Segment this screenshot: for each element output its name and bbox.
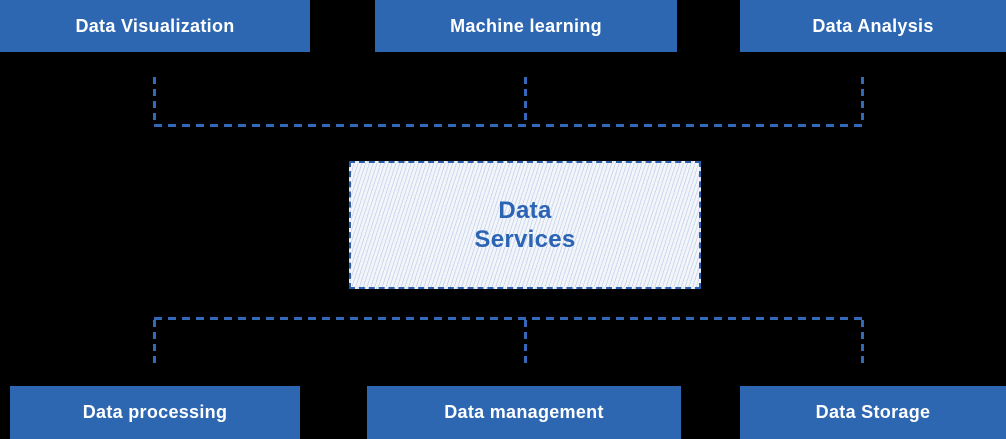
node-data-management: Data management bbox=[367, 386, 681, 439]
node-data-analysis: Data Analysis bbox=[740, 0, 1006, 52]
node-data-processing: Data processing bbox=[10, 386, 300, 439]
top-connector-stub-left bbox=[153, 77, 156, 124]
bottom-connector-horizontal bbox=[154, 317, 863, 320]
node-machine-learning: Machine learning bbox=[375, 0, 677, 52]
top-connector-stub-right bbox=[861, 77, 864, 124]
node-label: Data Visualization bbox=[75, 15, 235, 36]
top-connector-horizontal bbox=[154, 124, 863, 127]
node-label-line2: Services bbox=[474, 226, 576, 253]
node-data-services: Data Services bbox=[349, 161, 701, 289]
node-label-line1: Data bbox=[498, 197, 552, 224]
node-data-storage: Data Storage bbox=[740, 386, 1006, 439]
bottom-connector-stub-left bbox=[153, 320, 156, 367]
node-label: Data processing bbox=[82, 402, 228, 422]
bottom-connector-stub-middle bbox=[524, 320, 527, 367]
node-label: Data Storage bbox=[815, 402, 931, 422]
top-connector-stub-middle bbox=[524, 77, 527, 124]
bottom-connector-stub-right bbox=[861, 320, 864, 367]
node-label: Machine learning bbox=[450, 15, 602, 36]
node-label: Data management bbox=[444, 402, 604, 422]
node-label: Data Analysis bbox=[812, 15, 934, 36]
node-data-visualization: Data Visualization bbox=[0, 0, 310, 52]
